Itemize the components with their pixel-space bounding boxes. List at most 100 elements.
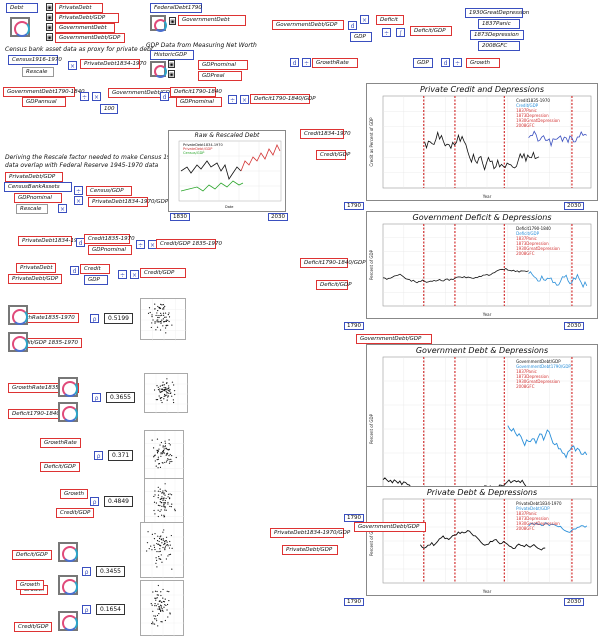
panel3-input-b[interactable]: GovernmentDebt/GDP	[354, 522, 426, 532]
panel4-input-a[interactable]: PrivateDebt1834-1970/GDP	[270, 528, 350, 538]
godley-table-icon[interactable]	[10, 17, 30, 37]
panel-year-start[interactable]: 1790	[344, 322, 364, 330]
date-great-depression[interactable]: 1930GreatDepression	[465, 8, 529, 18]
gdp-annual-variable[interactable]: GDPannual	[22, 97, 66, 107]
census-bank-assets-variable[interactable]: CensusBankAssets	[4, 182, 72, 192]
private-debt-gdp-3-variable[interactable]: PrivateDebt/GDP	[5, 172, 63, 182]
raw-year-start[interactable]: 1830	[170, 213, 190, 221]
multiply-operator[interactable]: ×	[58, 204, 67, 213]
panel-year-end[interactable]: 2030	[564, 598, 584, 606]
deficit-gdp-variable[interactable]: Deficit/GDP	[410, 26, 452, 36]
godley-table-icon[interactable]	[150, 15, 167, 32]
panel-year-start[interactable]: 1790	[344, 598, 364, 606]
godley-table-icon[interactable]	[58, 377, 78, 397]
private-debt-3-variable[interactable]: PrivateDebt	[16, 263, 56, 273]
rescale-variable[interactable]: Rescale	[22, 67, 54, 77]
panel1-input-b[interactable]: Credit/GDP	[316, 150, 350, 160]
panel-year-start[interactable]: 1790	[344, 202, 364, 210]
government-debt-gdp-variable[interactable]: GovernmentDebt/GDP	[55, 33, 125, 43]
corr-top-variable[interactable]: Deficit/GDP	[12, 550, 52, 560]
gdp-nominal-4-variable[interactable]: GDPnominal	[88, 245, 132, 255]
time-derivative-operator[interactable]: d	[348, 21, 357, 30]
lock-icon[interactable]: ▣	[46, 3, 53, 11]
panel-year-end[interactable]: 2030	[564, 322, 584, 330]
divide-operator[interactable]: ÷	[453, 58, 462, 67]
census-variable[interactable]: Census1916-1970	[8, 55, 62, 65]
lock-icon[interactable]: ▣	[46, 33, 53, 41]
gdp-3-variable[interactable]: GDP	[84, 275, 108, 285]
lock-icon[interactable]: ▣	[46, 13, 53, 21]
gov-debt-1790-variable[interactable]: GovernmentDebt1790-1840	[3, 87, 85, 97]
correlation-operator[interactable]: ρ	[82, 605, 91, 614]
panel-year-end[interactable]: 2030	[564, 202, 584, 210]
integral-operator[interactable]: ∫	[396, 28, 405, 37]
time-derivative-operator[interactable]: d	[290, 58, 299, 67]
private-debt-1834b-variable[interactable]: PrivateDebt1834-1970	[18, 236, 85, 246]
federal-debt-variable[interactable]: FederalDebt1790	[150, 3, 202, 13]
lock-icon[interactable]: ▣	[168, 60, 175, 68]
godley-table-icon[interactable]	[8, 305, 28, 325]
corr-top-variable[interactable]: GrowthRate1835-1970	[8, 383, 79, 393]
lock-icon[interactable]: ▣	[46, 23, 53, 31]
multiply-operator[interactable]: ×	[130, 270, 139, 279]
lock-icon[interactable]: ▣	[168, 70, 175, 78]
census-gdp-variable[interactable]: Census/GDP	[86, 186, 132, 196]
gdp-nominal-variable[interactable]: GDPnominal	[198, 60, 248, 70]
panel-year-start[interactable]: 1790	[344, 514, 364, 522]
growth-variable[interactable]: Growth	[466, 58, 500, 68]
deficit-1790-gdp-variable[interactable]: Deficit1790-1840/GDP	[250, 94, 316, 104]
divide-operator[interactable]: ÷	[118, 270, 127, 279]
multiply-operator[interactable]: ×	[360, 15, 369, 24]
divide-operator[interactable]: ÷	[382, 28, 391, 37]
deficit-1790-variable[interactable]: Deficit1790-1840	[170, 87, 222, 97]
godley-table-icon[interactable]	[58, 402, 78, 422]
private-debt-census-variable[interactable]: PrivateDebt1834-1970	[80, 59, 147, 69]
raw-rescaled-chart[interactable]: Raw & Rescaled Debt PrivateDebt1834-1970…	[168, 130, 286, 212]
correlation-operator[interactable]: ρ	[90, 497, 99, 506]
private-debt-gdp-2-variable[interactable]: PrivateDebt/GDP	[8, 274, 62, 284]
corr-bottom-variable[interactable]: Credit/GDP	[56, 508, 95, 518]
divide-operator[interactable]: ÷	[74, 186, 83, 195]
correlation-operator[interactable]: ρ	[92, 393, 101, 402]
correlation-operator[interactable]: ρ	[94, 451, 103, 460]
government-debt-1790-variable[interactable]: GovernmentDebt	[178, 15, 246, 26]
panel3-input-a[interactable]: GovernmentDebt/GDP	[356, 334, 432, 344]
multiply-operator[interactable]: ×	[74, 196, 83, 205]
scatter-plot[interactable]	[144, 373, 189, 414]
divide-operator[interactable]: ÷	[302, 58, 311, 67]
time-derivative-operator[interactable]: d	[441, 58, 450, 67]
time-derivative-operator[interactable]: d	[70, 266, 79, 275]
growth-rate-variable[interactable]: GrowthRate	[312, 58, 358, 68]
gdp-nominal-3-variable[interactable]: GDPnominal	[14, 193, 62, 203]
debt-variable[interactable]: Debt	[6, 3, 38, 13]
gdp-right-variable[interactable]: GDP	[413, 58, 433, 68]
multiply-operator[interactable]: ×	[240, 95, 249, 104]
divide-operator[interactable]: ÷	[228, 95, 237, 104]
corr-bottom-variable[interactable]: Deficit/GDP	[40, 462, 80, 472]
correlation-operator[interactable]: ρ	[82, 567, 91, 576]
scatter-plot[interactable]	[140, 298, 187, 341]
credit-gdp-3-variable[interactable]: Credit/GDP	[140, 268, 186, 278]
time-derivative-operator[interactable]: d	[160, 92, 169, 101]
historic-gdp-variable[interactable]: HistoricGDP	[150, 50, 194, 60]
scatter-plot[interactable]	[144, 478, 185, 529]
corr-top-variable[interactable]: Growth	[16, 580, 45, 590]
godley-table-icon[interactable]	[58, 575, 78, 595]
gdp-nominal-2-variable[interactable]: GDPnominal	[176, 97, 222, 107]
private-debt-1834-gdp-variable[interactable]: PrivateDebt1834-1970/GDP	[88, 197, 168, 207]
deficit-variable[interactable]: Deficit	[376, 15, 404, 25]
constant-100[interactable]: 100	[100, 104, 118, 114]
panel4-input-b[interactable]: PrivateDebt/GDP	[282, 545, 338, 555]
corr-top-variable[interactable]: GrowthRate	[40, 438, 81, 448]
credit-3-variable[interactable]: Credit	[80, 264, 110, 274]
private-debt-gdp-variable[interactable]: PrivateDebt/GDP	[55, 13, 119, 23]
government-debt-gdp-2-variable[interactable]: GovernmentDebt/GDP	[272, 20, 344, 30]
multiply-operator[interactable]: ×	[92, 92, 101, 101]
multiply-operator[interactable]: ×	[68, 61, 77, 70]
godley-table-icon[interactable]	[58, 611, 78, 631]
corr-bottom-variable[interactable]: Credit/GDP	[14, 622, 53, 632]
